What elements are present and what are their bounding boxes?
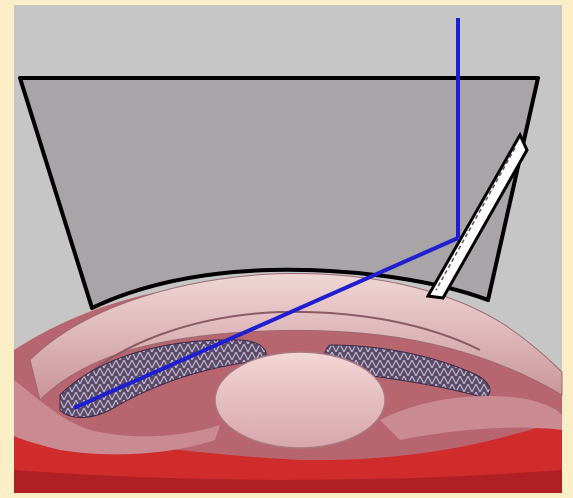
crystalline-lens: [215, 352, 385, 448]
